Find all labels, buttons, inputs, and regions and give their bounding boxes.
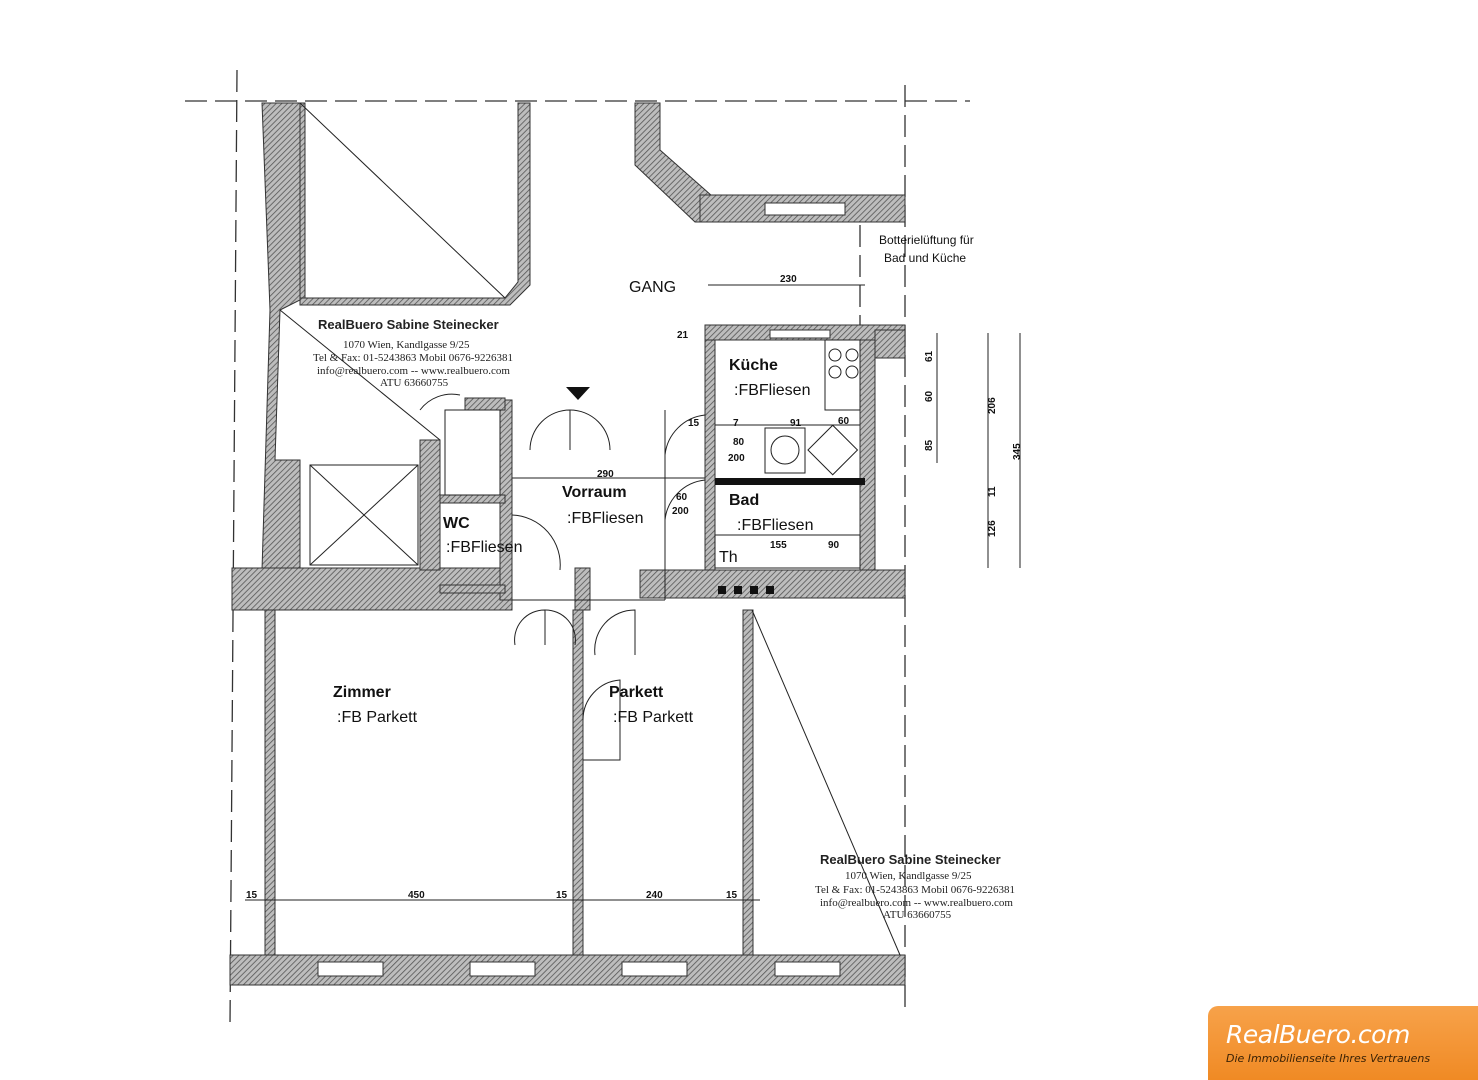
walls bbox=[229, 102, 906, 986]
svg-text:345: 345 bbox=[1012, 443, 1023, 460]
room-label-kueche: Küche bbox=[729, 357, 778, 374]
svg-text:60: 60 bbox=[924, 390, 935, 402]
room-floor-bad: :FBFliesen bbox=[737, 517, 813, 534]
svg-text:1070 Wien, Kandlgasse 9/25: 1070 Wien, Kandlgasse 9/25 bbox=[343, 339, 470, 351]
room-floor-kueche: :FBFliesen bbox=[734, 382, 810, 399]
bath-divider bbox=[715, 478, 865, 485]
svg-text:290: 290 bbox=[597, 469, 614, 480]
vent-markers bbox=[718, 586, 774, 594]
room-label-wc: WC bbox=[443, 515, 470, 532]
svg-text:155: 155 bbox=[770, 540, 787, 551]
svg-text:80: 80 bbox=[733, 437, 745, 448]
svg-text:Tel & Fax: 01-5243863 Mobil 06: Tel & Fax: 01-5243863 Mobil 0676-9226381 bbox=[815, 884, 1015, 896]
svg-text:ATU 63660755: ATU 63660755 bbox=[380, 377, 449, 389]
svg-text:15: 15 bbox=[726, 890, 738, 901]
room-label-zimmer: Zimmer bbox=[333, 684, 391, 701]
svg-text:60: 60 bbox=[676, 492, 688, 503]
svg-text:206: 206 bbox=[987, 397, 998, 414]
ventilation-note-line2: Bad und Küche bbox=[884, 251, 966, 265]
room-floor-wc: :FBFliesen bbox=[446, 539, 522, 556]
svg-text:11: 11 bbox=[987, 486, 998, 497]
linework bbox=[245, 102, 1021, 956]
svg-text:info@realbuero.com -- www.real: info@realbuero.com -- www.realbuero.com bbox=[820, 897, 1013, 909]
svg-text:240: 240 bbox=[646, 890, 663, 901]
room-floor-parkett: :FB Parkett bbox=[613, 709, 694, 726]
dimension-labels: 230 21 15 7 91 60 80 200 290 60 200 155 … bbox=[246, 274, 1023, 901]
entrance-marker-icon bbox=[566, 387, 590, 400]
svg-text:info@realbuero.com -- www.real: info@realbuero.com -- www.realbuero.com bbox=[317, 365, 510, 377]
brand-banner: RealBuero.com Die Immobilienseite Ihres … bbox=[1208, 1006, 1478, 1080]
svg-text:15: 15 bbox=[246, 890, 258, 901]
windows bbox=[317, 202, 846, 977]
svg-text:126: 126 bbox=[987, 520, 998, 537]
company-stamp: RealBuero Sabine Steinecker 1070 Wien, K… bbox=[815, 852, 1015, 921]
room-floor-zimmer: :FB Parkett bbox=[337, 709, 418, 726]
svg-text:91: 91 bbox=[790, 418, 802, 429]
svg-text:90: 90 bbox=[828, 540, 840, 551]
company-stamp: RealBuero Sabine Steinecker 1070 Wien, K… bbox=[313, 317, 513, 389]
axis-lines bbox=[185, 69, 970, 1026]
svg-text:RealBuero Sabine Steinecker: RealBuero Sabine Steinecker bbox=[820, 852, 1001, 867]
room-floor-vorraum: :FBFliesen bbox=[567, 510, 643, 527]
svg-text:21: 21 bbox=[677, 330, 689, 341]
brand-logo-text: RealBuero.com bbox=[1226, 1020, 1410, 1049]
svg-text:230: 230 bbox=[780, 274, 797, 285]
svg-text:61: 61 bbox=[924, 350, 935, 362]
svg-text:RealBuero Sabine Steinecker: RealBuero Sabine Steinecker bbox=[318, 317, 499, 332]
svg-text:60: 60 bbox=[838, 416, 850, 427]
room-label-parkett: Parkett bbox=[609, 684, 664, 701]
brand-tagline: Die Immobilienseite Ihres Vertrauens bbox=[1226, 1052, 1431, 1065]
svg-text:85: 85 bbox=[924, 439, 935, 451]
svg-text:15: 15 bbox=[556, 890, 568, 901]
svg-text:450: 450 bbox=[408, 890, 425, 901]
room-label-gang: GANG bbox=[629, 279, 676, 296]
room-label-th: Th bbox=[719, 549, 738, 566]
svg-text:1070 Wien, Kandlgasse 9/25: 1070 Wien, Kandlgasse 9/25 bbox=[845, 870, 972, 882]
svg-text:ATU 63660755: ATU 63660755 bbox=[883, 909, 952, 921]
svg-text:200: 200 bbox=[728, 453, 745, 464]
svg-text:Tel & Fax: 01-5243863 Mobil 06: Tel & Fax: 01-5243863 Mobil 0676-9226381 bbox=[313, 352, 513, 364]
svg-text:7: 7 bbox=[733, 418, 739, 429]
room-label-vorraum: Vorraum bbox=[562, 484, 627, 501]
ventilation-note-line1: Botterielüftung für bbox=[879, 233, 974, 247]
room-label-bad: Bad bbox=[729, 492, 759, 509]
svg-text:15: 15 bbox=[688, 418, 700, 429]
svg-text:200: 200 bbox=[672, 506, 689, 517]
